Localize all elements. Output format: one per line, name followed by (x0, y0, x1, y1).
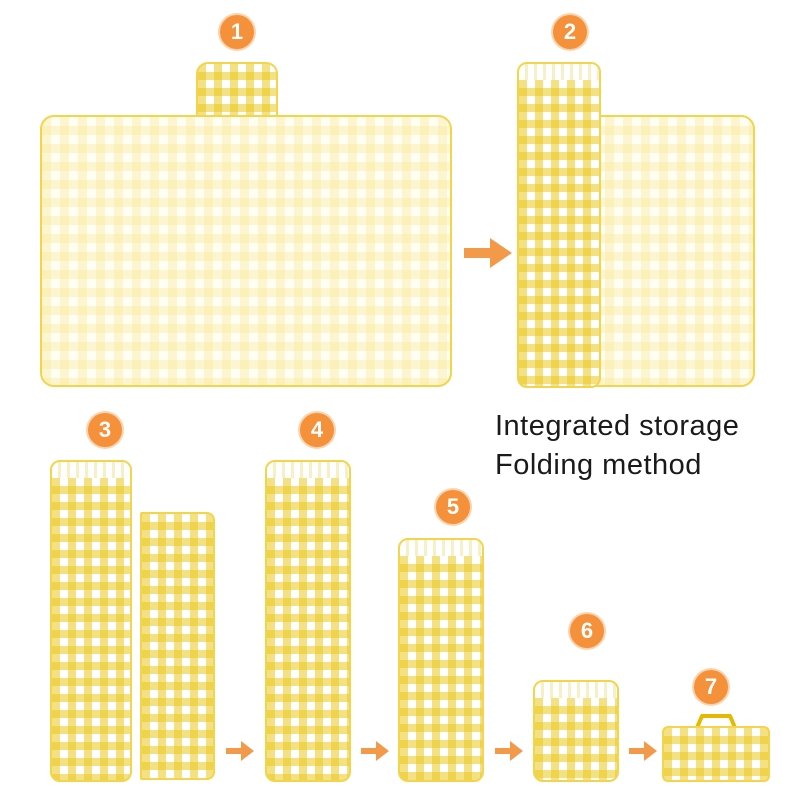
arrow-right-icon (226, 741, 254, 761)
arrow-right-icon (629, 741, 657, 761)
strip-cap (52, 462, 130, 478)
folded-strip-step-6 (533, 680, 619, 782)
step-badge-4: 4 (300, 413, 334, 447)
handle-flap-step-1 (196, 62, 278, 120)
folded-strip-step-4 (265, 460, 351, 782)
caption-line-1: Integrated storage (495, 410, 740, 442)
step-badge-3: 3 (88, 413, 122, 447)
folded-strip-step-3 (50, 460, 132, 782)
step-badge-2: 2 (553, 15, 587, 49)
mat-unfolded-step-1 (40, 115, 452, 387)
arrow-right-icon (495, 741, 523, 761)
step-badge-6: 6 (570, 614, 604, 648)
carry-handle (694, 714, 738, 731)
strip-cap (267, 462, 349, 478)
arrow-right-icon (361, 741, 389, 761)
strip-cap (535, 682, 617, 698)
caption-line-2: Folding method (495, 449, 702, 481)
second-fold-step-3 (140, 512, 215, 780)
step-badge-1: 1 (220, 15, 254, 49)
strip-cap (400, 540, 482, 556)
strip-cap (519, 64, 599, 80)
folded-strip-step-5 (398, 538, 484, 782)
arrow-right-icon (464, 238, 512, 268)
folded-strip-step-2 (517, 62, 601, 388)
step-badge-5: 5 (436, 490, 470, 524)
mat-remaining-step-2 (585, 115, 755, 387)
folded-bag-step-7 (662, 726, 770, 782)
step-badge-7: 7 (694, 670, 728, 704)
